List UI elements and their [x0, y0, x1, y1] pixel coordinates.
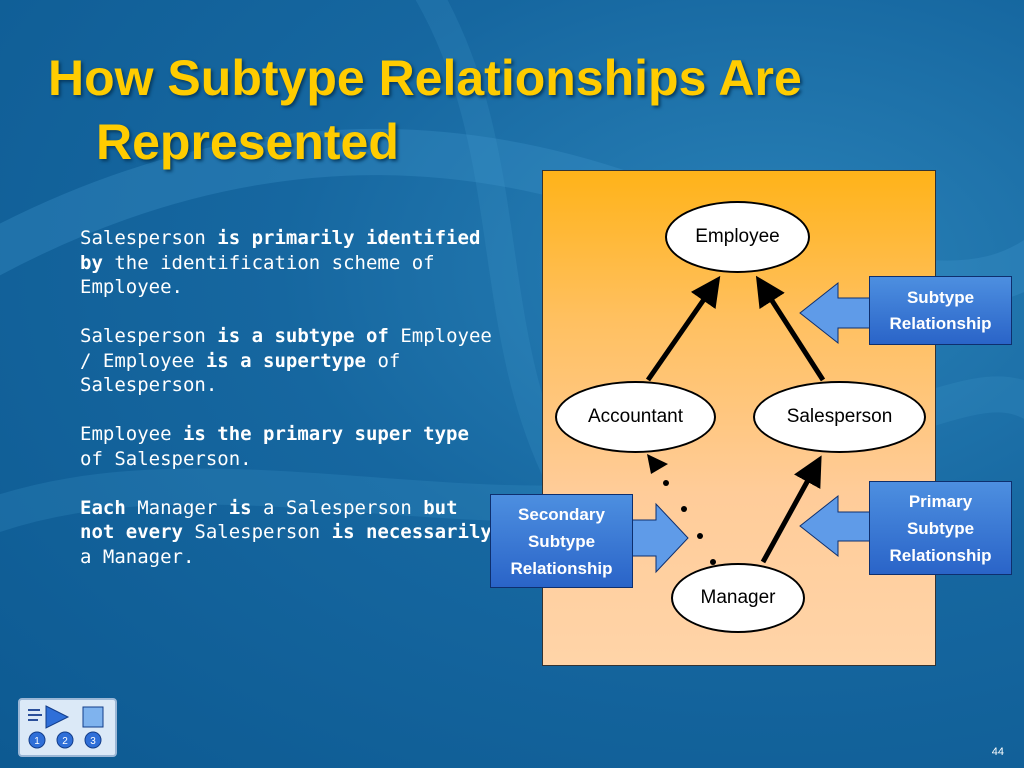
node-employee: Employee	[665, 201, 810, 273]
paragraph-1: Salesperson is primarily identified by t…	[80, 227, 481, 298]
nav-3-icon: 3	[84, 731, 102, 749]
nav-1-icon: 1	[28, 731, 46, 749]
paragraph-4: Each Manager is a Salesperson but not ev…	[80, 496, 492, 568]
stop-icon	[82, 706, 104, 728]
nav-2-icon: 2	[56, 731, 74, 749]
node-salesperson: Salesperson	[753, 381, 926, 453]
slide-title: How Subtype Relationships Are Represente…	[48, 46, 948, 174]
navigation-icons: 1 2 3	[28, 705, 104, 749]
title-line-1: How Subtype Relationships Are	[48, 50, 802, 106]
body-text: Salesperson is primarily identified by t…	[80, 226, 500, 594]
paragraph-2: Salesperson is a subtype of Employee / E…	[80, 325, 492, 396]
svg-text:2: 2	[62, 736, 68, 747]
svg-text:3: 3	[90, 736, 96, 747]
callout-primary-subtype-relationship: Primary Subtype Relationship	[869, 481, 1012, 575]
node-accountant: Accountant	[555, 381, 716, 453]
title-line-2: Represented	[96, 114, 399, 170]
callout-subtype-relationship: Subtype Relationship	[869, 276, 1012, 345]
slide-navigation[interactable]: 1 2 3	[18, 698, 117, 757]
node-manager: Manager	[671, 563, 805, 633]
paragraph-3: Employee is the primary super type of Sa…	[80, 423, 469, 470]
menu-icon	[28, 709, 42, 721]
svg-text:1: 1	[34, 736, 40, 747]
play-icon	[45, 705, 70, 729]
page-number: 44	[991, 746, 1004, 758]
callout-secondary-subtype-relationship: Secondary Subtype Relationship	[490, 494, 633, 588]
